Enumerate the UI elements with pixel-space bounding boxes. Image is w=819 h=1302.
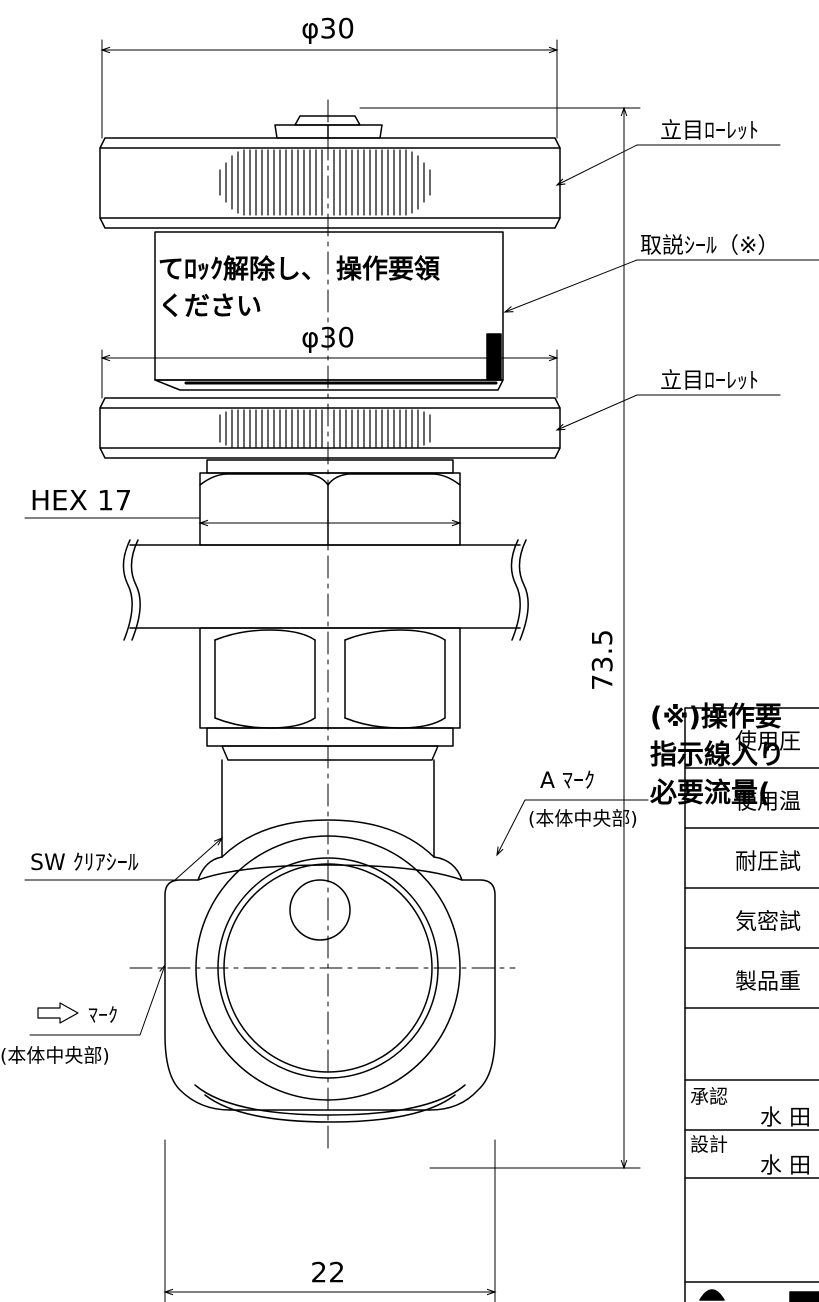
leader-lines [24,144,819,1036]
spec-row-1: 使用圧 [735,730,801,755]
a-mark-location: (本体中央部) [528,808,638,830]
lower-hex-nut [199,627,461,761]
seal-label-line1: てﾛｯｸ解除し、 操作要領 [158,254,440,285]
arrow-mark-location: (本体中央部) [0,1045,110,1067]
note-line1: (※)操作要 [650,702,782,733]
top-diameter-label: φ30 [301,12,355,45]
spec-row-2: 使用温 [735,790,801,815]
spec-table-grid [684,707,819,1302]
a-mark-callout: A ﾏｰｸ [540,769,595,794]
knurl-top-callout: 立目ﾛｰﾚｯﾄ [660,119,759,144]
knurl-mid-callout: 立目ﾛｰﾚｯﾄ [660,369,759,394]
upper-hex-nut [199,459,461,546]
design-label: 設計 [690,1134,728,1156]
seal-label-line2: ください [158,292,262,322]
mid-diameter-label: φ30 [301,321,355,354]
dimension-lines [24,39,641,1302]
spec-row-4: 気密試 [735,910,801,935]
sw-clear-seal-callout: SW ｸﾘｱｼｰﾙ [30,851,139,876]
arrow-mark-callout: ﾏｰｸ [88,1003,118,1027]
flow-arrow-mark [37,1002,79,1024]
design-name: 水 田 [760,1154,811,1179]
note-line3: 必要流量( [650,778,770,809]
bottom-width-label: 22 [310,1256,346,1289]
spec-row-3: 耐圧試 [735,850,801,875]
seal-callout: 取説ｼｰﾙ（※） [640,234,779,259]
spec-row-5: 製品重 [735,970,801,995]
valve-body [164,819,496,1123]
panel-section [122,539,529,641]
logo-mark [699,1289,725,1301]
height-label: 73.5 [586,629,619,691]
note-line2: 指示線入り [650,739,785,771]
center-lines [129,99,516,1151]
mid-knurl-knob [99,397,561,459]
hex-label: HEX 17 [30,484,132,517]
top-knurl-lines [219,149,431,216]
top-knurl-knob [99,115,561,229]
approve-name: 水 田 [760,1106,811,1131]
approve-label: 承認 [690,1086,728,1108]
